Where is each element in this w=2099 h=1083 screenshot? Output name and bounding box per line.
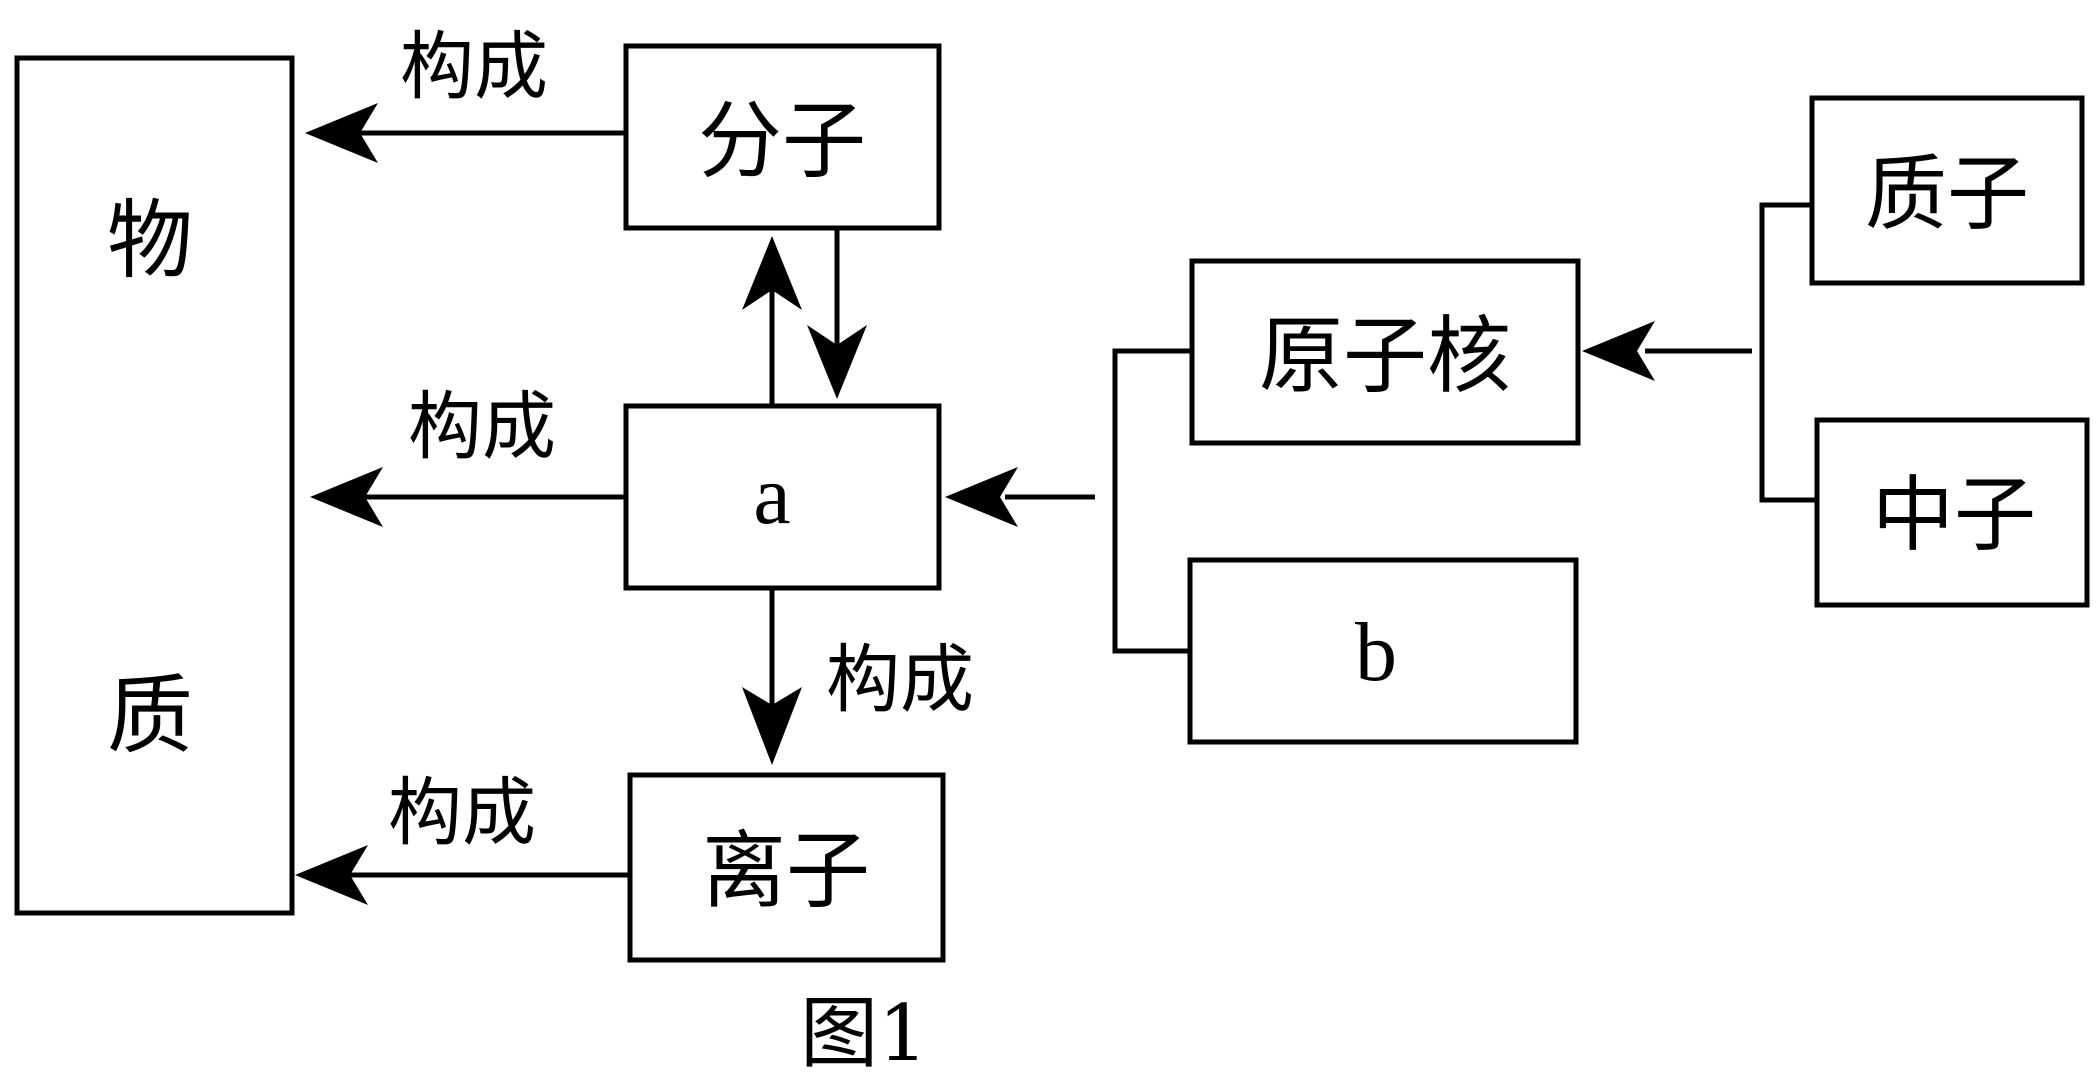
a-box [623, 403, 942, 591]
b-box [1187, 557, 1579, 745]
a-to-ion-arrowhead [742, 687, 802, 765]
nucleus-b-bracket [1112, 348, 1192, 654]
a-label: a [753, 449, 790, 542]
a-to-matter-label: 构成 [408, 384, 556, 470]
ion-box [627, 772, 946, 963]
matter-box [14, 55, 295, 916]
ion-to-matter-label: 构成 [388, 770, 536, 856]
neutron-box [1814, 417, 2090, 608]
ion-label: 离子 [702, 822, 870, 920]
proton-box [1809, 95, 2085, 286]
nucleus-label: 原子核 [1259, 307, 1511, 405]
a-to-molecule-arrowhead [742, 236, 802, 310]
molecule-to-matter-arrowhead [305, 103, 378, 163]
proton-neutron-bracket [1759, 202, 1817, 503]
nucleus-box [1189, 258, 1581, 446]
bracket-to-a-arrowhead [945, 467, 1018, 527]
b-label: b [1355, 606, 1397, 699]
matter-label-bottom: 质 [107, 666, 193, 766]
molecule-to-matter-label: 构成 [400, 24, 548, 110]
proton-label: 质子 [1865, 147, 2029, 242]
neutron-label: 中子 [1872, 468, 2036, 563]
molecule-label: 分子 [698, 92, 866, 190]
molecule-box [623, 43, 942, 231]
bracket-to-nucleus-arrowhead [1582, 321, 1655, 381]
molecule-to-a-arrowhead [807, 325, 867, 399]
matter-label-top: 物 [107, 191, 193, 291]
figure-caption: 图1 [800, 989, 928, 1079]
a-to-matter-arrowhead [310, 467, 383, 527]
a-to-ion-label: 构成 [826, 637, 974, 723]
ion-to-matter-arrowhead [295, 845, 368, 905]
